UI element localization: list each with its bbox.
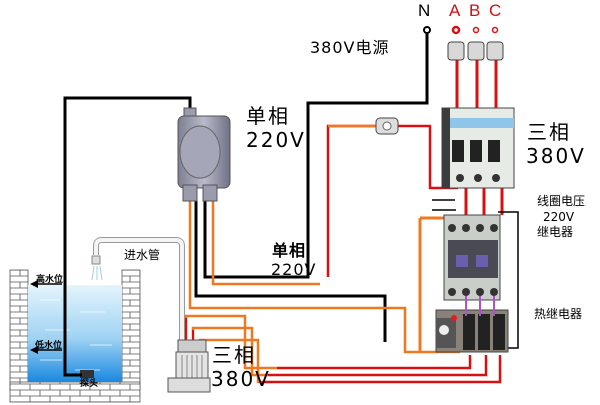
neutral-label: N	[418, 1, 431, 20]
breaker-contactor-wires	[464, 188, 504, 215]
power-terminals	[423, 25, 504, 61]
float-orange-wire-1	[211, 198, 320, 286]
inlet-pipe	[91, 237, 185, 390]
pump-phase-label: 三相	[212, 343, 256, 367]
probe-wire	[63, 96, 192, 377]
phase-b-label: B	[469, 1, 481, 20]
high-level-label: 高水位	[36, 275, 64, 285]
power-source-label: 380V电源	[310, 38, 390, 57]
breaker-phase-label: 三相	[527, 120, 571, 144]
submersible-pump	[167, 339, 211, 393]
low-level-arrow	[30, 346, 62, 354]
tank-floor	[9, 381, 141, 403]
float-black-wire	[194, 198, 387, 342]
fuse-red-wire	[326, 124, 458, 277]
coil-voltage-label: 线圈电压	[537, 194, 586, 208]
probe-label: 探头	[80, 379, 99, 389]
thermal-overload-relay	[435, 296, 509, 353]
terminal-b	[472, 26, 480, 34]
ac-contactor	[443, 214, 501, 301]
low-level-label: 低水位	[35, 341, 63, 351]
coil-leads	[432, 199, 456, 211]
terminal-c	[491, 26, 499, 34]
thermal-pump-red-wires	[262, 355, 502, 384]
pump-voltage-label: 380V	[211, 367, 271, 391]
breaker-voltage-label: 380V	[526, 144, 586, 168]
fuse	[375, 117, 399, 135]
phase-abc-wires	[455, 55, 498, 108]
thermal-relay-label: 热继电器	[534, 307, 583, 321]
water-tank	[9, 269, 141, 403]
wire-phase-label: 单相	[272, 241, 307, 260]
circuit-breaker	[441, 107, 515, 189]
wiring	[63, 30, 519, 384]
neutral-wire	[203, 30, 429, 279]
inlet-pipe-label: 进水管	[124, 248, 161, 262]
float-orange-wire-2	[188, 198, 460, 354]
neutral-terminal	[423, 26, 431, 34]
tank-wall-right	[121, 269, 141, 391]
water-body	[28, 285, 122, 382]
wire-voltage-label: 220V	[271, 260, 317, 279]
coil-voltage-value: 220V	[543, 210, 575, 224]
probe-sensor	[80, 370, 94, 378]
tank-wall-left	[9, 269, 29, 391]
terminal-a	[451, 25, 461, 35]
high-level-arrow	[30, 280, 62, 288]
input-fuses	[447, 41, 504, 61]
float-switch-voltage-label: 220V	[246, 128, 306, 152]
phase-a-label: A	[449, 1, 461, 20]
phase-c-label: C	[489, 1, 502, 20]
float-level-controller	[177, 107, 231, 202]
float-switch-phase-label: 单相	[246, 104, 290, 128]
relay-label: 继电器	[537, 225, 574, 239]
